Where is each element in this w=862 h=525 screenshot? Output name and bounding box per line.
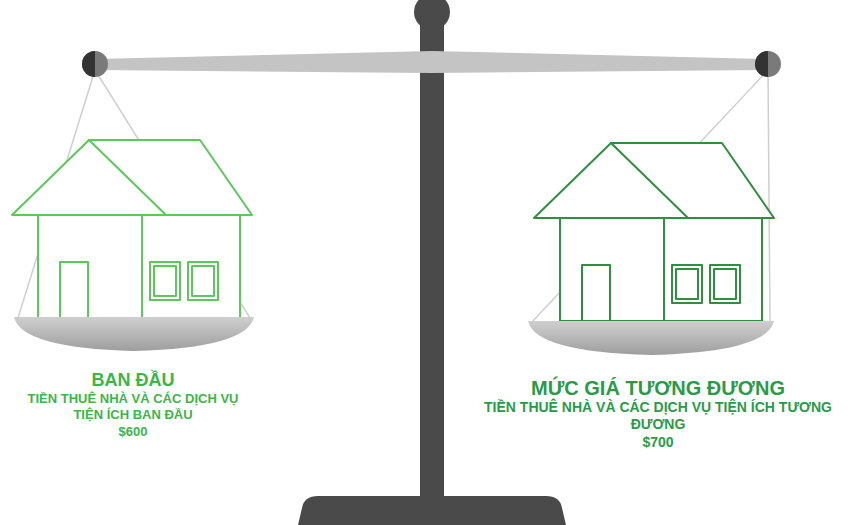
beam-pivots: [82, 51, 781, 77]
side-description: TIỀN THUÊ NHÀ VÀ CÁC DỊCH VỤ TIỆN ÍCH TƯ…: [466, 399, 850, 433]
scale-pan: [528, 321, 774, 355]
scale-base: [298, 496, 566, 525]
side-heading: BAN ĐẦU: [18, 370, 248, 390]
house-equivalent: [534, 143, 774, 321]
price-value: $700: [466, 434, 850, 451]
scale-pole: [420, 10, 444, 505]
scale-pan: [14, 317, 254, 351]
caption-column: BAN ĐẦUTIỀN THUÊ NHÀ VÀ CÁC DỊCH VỤ TIỆN…: [18, 370, 248, 440]
pole-knob: [414, 0, 450, 30]
scale-beam: [95, 51, 768, 73]
house-original: [12, 140, 252, 318]
price-value: $600: [18, 424, 248, 440]
side-heading: MỨC GIÁ TƯƠNG ĐƯƠNG: [466, 377, 850, 399]
side-description: TIỀN THUÊ NHÀ VÀ CÁC DỊCH VỤ TIỆN ÍCH BA…: [18, 391, 248, 423]
caption-column: MỨC GIÁ TƯƠNG ĐƯƠNGTIỀN THUÊ NHÀ VÀ CÁC …: [466, 377, 850, 451]
